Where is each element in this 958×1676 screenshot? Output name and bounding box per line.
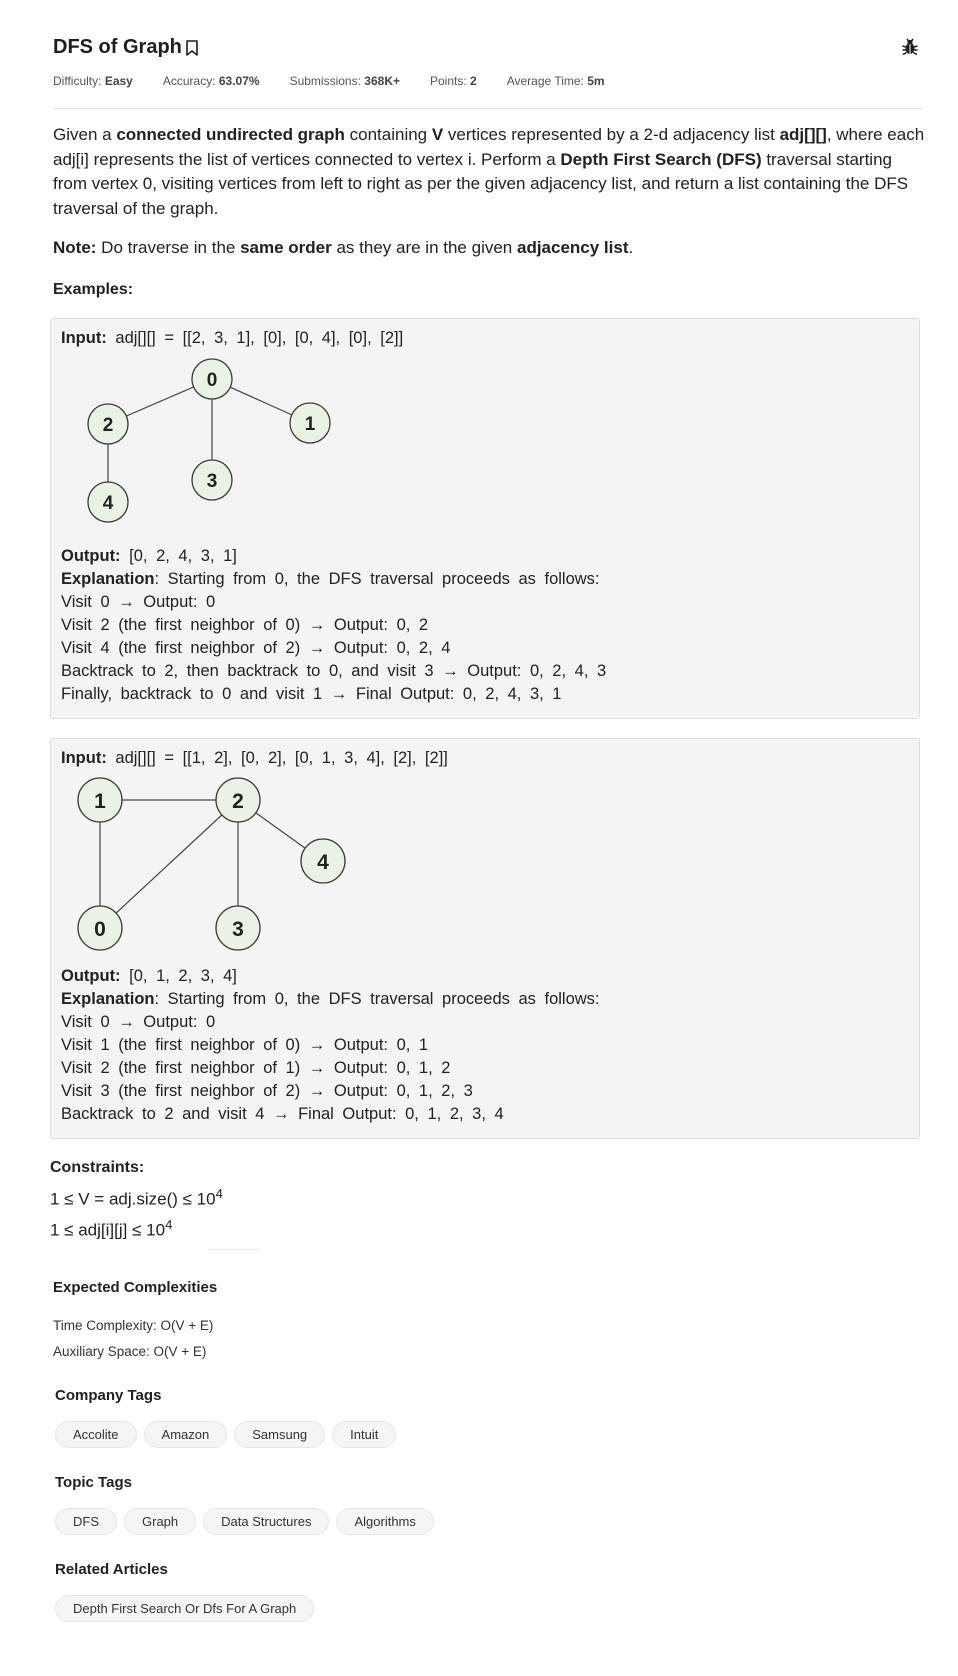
company-tag[interactable]: Accolite xyxy=(55,1421,137,1448)
company-tag[interactable]: Intuit xyxy=(332,1421,397,1448)
meta-average-time: Average Time: 5m xyxy=(506,74,605,88)
topic-tag[interactable]: Data Structures xyxy=(203,1508,330,1535)
related-article-link[interactable]: Depth First Search Or Dfs For A Graph xyxy=(55,1595,315,1622)
time-complexity: Time Complexity: O(V + E) xyxy=(53,1318,214,1333)
example-1: Input: adj[][] = [[2, 3, 1], [0], [0, 4]… xyxy=(50,318,920,719)
meta-accuracy: Accuracy: 63.07% xyxy=(162,74,260,88)
problem-note: Note: Do traverse in the same order as t… xyxy=(53,238,634,257)
graph-node xyxy=(87,403,129,445)
example-input: Input: adj[][] = [[1, 2], [0, 2], [0, 1,… xyxy=(61,749,448,767)
graph-diagram: 0 2 1 3 4 xyxy=(87,358,331,523)
node-label: 2 xyxy=(103,415,114,436)
explanation-step: Finally, backtrack to 0 and visit 1 → Fi… xyxy=(61,685,562,703)
node-label: 3 xyxy=(232,918,244,941)
examples-heading: Examples: xyxy=(53,281,134,298)
bug-icon[interactable] xyxy=(901,38,919,56)
company-tag[interactable]: Samsung xyxy=(234,1421,326,1448)
node-label: 4 xyxy=(103,493,114,514)
example-output: Output: [0, 2, 4, 3, 1] xyxy=(61,547,237,565)
meta-difficulty: Difficulty: Easy xyxy=(53,74,133,88)
topic-tags-heading: Topic Tags xyxy=(55,1474,132,1491)
graph-node xyxy=(215,905,261,951)
topic-tag[interactable]: DFS xyxy=(55,1508,117,1535)
graph-node xyxy=(191,459,233,501)
example-explanation: Explanation: Starting from 0, the DFS tr… xyxy=(61,990,600,1008)
constraints-heading: Constraints: xyxy=(50,1159,145,1176)
explanation-step: Backtrack to 2 and visit 4 → Final Outpu… xyxy=(61,1105,504,1123)
node-label: 1 xyxy=(305,414,316,435)
example-explanation: Explanation: Starting from 0, the DFS tr… xyxy=(61,570,600,588)
explanation-step: Backtrack to 2, then backtrack to 0, and… xyxy=(61,662,607,680)
example-output: Output: [0, 1, 2, 3, 4] xyxy=(61,967,237,985)
problem-meta: Difficulty: Easy Accuracy: 63.07% Submis… xyxy=(53,74,605,88)
explanation-step: Visit 2 (the first neighbor of 0) → Outp… xyxy=(61,616,429,634)
problem-title: DFS of Graph xyxy=(53,36,200,59)
topic-tag[interactable]: Algorithms xyxy=(336,1508,434,1535)
related-articles-heading: Related Articles xyxy=(55,1561,168,1578)
bookmark-icon[interactable] xyxy=(184,39,200,57)
node-label: 0 xyxy=(207,370,218,391)
graph-node xyxy=(87,481,129,523)
company-tag[interactable]: Amazon xyxy=(143,1421,228,1448)
explanation-step: Visit 0 → Output: 0 xyxy=(61,1013,216,1031)
divider xyxy=(208,1249,260,1250)
explanation-step: Visit 0 → Output: 0 xyxy=(61,593,216,611)
graph-node xyxy=(215,777,261,823)
node-label: 1 xyxy=(94,790,106,813)
problem-title-text: DFS of Graph xyxy=(53,36,182,58)
problem-header: DFS of Graph xyxy=(53,36,923,66)
company-tags: Accolite Amazon Samsung Intuit xyxy=(55,1421,397,1448)
company-tags-heading: Company Tags xyxy=(55,1387,162,1404)
auxiliary-space: Auxiliary Space: O(V + E) xyxy=(53,1344,207,1359)
problem-description: Given a connected undirected graph conta… xyxy=(53,125,925,218)
node-label: 4 xyxy=(317,851,329,874)
header-divider xyxy=(53,108,923,109)
meta-points: Points: 2 xyxy=(430,74,477,88)
constraint-item: 1 ≤ V = adj.size() ≤ 104 xyxy=(50,1186,223,1209)
node-label: 2 xyxy=(232,790,244,813)
example-input: Input: adj[][] = [[2, 3, 1], [0], [0, 4]… xyxy=(61,329,404,347)
topic-tags: DFS Graph Data Structures Algorithms xyxy=(55,1508,434,1535)
explanation-step: Visit 2 (the first neighbor of 1) → Outp… xyxy=(61,1059,451,1077)
graph-node xyxy=(300,838,346,884)
graph-node xyxy=(77,777,123,823)
explanation-step: Visit 3 (the first neighbor of 2) → Outp… xyxy=(61,1082,473,1100)
node-label: 0 xyxy=(94,918,106,941)
explanation-step: Visit 4 (the first neighbor of 2) → Outp… xyxy=(61,639,451,657)
explanation-step: Visit 1 (the first neighbor of 0) → Outp… xyxy=(61,1036,429,1054)
example-2: Input: adj[][] = [[1, 2], [0, 2], [0, 1,… xyxy=(50,738,920,1139)
node-label: 3 xyxy=(207,471,218,492)
meta-submissions: Submissions: 368K+ xyxy=(289,74,400,88)
related-articles: Depth First Search Or Dfs For A Graph xyxy=(55,1595,315,1622)
graph-diagram: 1 2 4 0 3 xyxy=(77,777,346,951)
graph-node xyxy=(289,402,331,444)
graph-node xyxy=(77,905,123,951)
topic-tag[interactable]: Graph xyxy=(124,1508,197,1535)
graph-node xyxy=(191,358,233,400)
expected-complexities-heading: Expected Complexities xyxy=(53,1279,218,1296)
constraint-item: 1 ≤ adj[i][j] ≤ 104 xyxy=(50,1217,173,1240)
